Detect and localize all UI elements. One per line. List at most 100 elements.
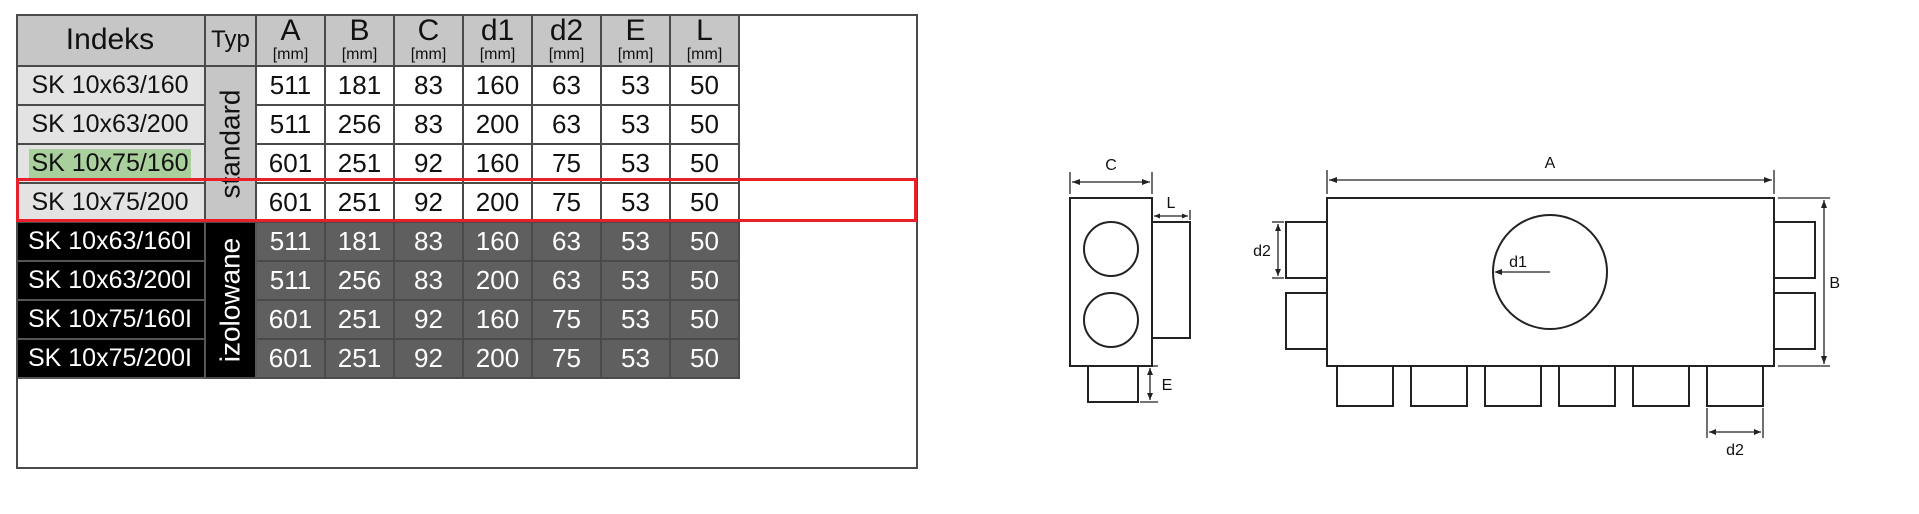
row-value: 92	[414, 187, 443, 217]
row-value-cell: 83	[395, 223, 464, 262]
row-value: 63	[552, 109, 581, 139]
type-group-cell-standard: standard	[206, 67, 257, 223]
header-col-unit: [mm]	[548, 46, 585, 63]
label-d1: d1	[1509, 254, 1527, 271]
row-index-cell: SK 10x75/200I	[16, 340, 206, 379]
header-col-l: L[mm]	[671, 14, 740, 67]
header-col-e: E[mm]	[602, 14, 671, 67]
row-value: 53	[621, 70, 650, 100]
side-view-outlet-bottom	[1083, 292, 1139, 348]
row-index-label: SK 10x75/160	[29, 149, 191, 178]
row-value-cell: 63	[533, 223, 602, 262]
row-value: 256	[337, 265, 382, 295]
row-value-cell: 75	[533, 184, 602, 223]
row-value: 200	[475, 187, 520, 217]
row-value: 53	[621, 265, 650, 295]
left-spigot-bottom	[1285, 292, 1328, 350]
row-value-cell: 601	[257, 301, 326, 340]
label-d2-side: d2	[1253, 243, 1271, 260]
header-col-unit: [mm]	[617, 46, 654, 63]
side-view-spigot-bottom	[1087, 365, 1139, 403]
row-index-label: SK 10x63/200	[31, 110, 189, 138]
row-value: 160	[475, 70, 520, 100]
header-col-label: C	[417, 14, 440, 47]
label-c: C	[1105, 157, 1117, 174]
header-col-a: A[mm]	[257, 14, 326, 67]
row-value: 53	[621, 226, 650, 256]
row-value-cell: 50	[671, 106, 740, 145]
row-value-cell: 160	[464, 223, 533, 262]
row-value: 200	[475, 109, 520, 139]
row-value: 601	[268, 148, 313, 178]
row-value-cell: 92	[395, 145, 464, 184]
header-col-label: d2	[549, 14, 584, 47]
header-indeks: Indeks	[16, 14, 206, 67]
bottom-spigot-3	[1484, 365, 1542, 407]
row-value: 601	[268, 343, 313, 373]
row-value: 92	[414, 304, 443, 334]
row-value: 511	[269, 109, 312, 139]
row-value: 160	[475, 148, 520, 178]
row-value-cell: 53	[602, 106, 671, 145]
row-value-cell: 251	[326, 145, 395, 184]
row-value-cell: 601	[257, 145, 326, 184]
header-col-d2: d2[mm]	[533, 14, 602, 67]
row-value: 511	[269, 265, 312, 295]
bottom-spigot-2	[1410, 365, 1468, 407]
row-value: 53	[621, 304, 650, 334]
type-group-label: izolowane	[214, 237, 246, 363]
row-value-cell: 50	[671, 67, 740, 106]
row-value-cell: 50	[671, 223, 740, 262]
type-group-cell-izolowane: izolowane	[206, 223, 257, 379]
left-spigot-top	[1285, 221, 1328, 279]
row-value-cell: 50	[671, 184, 740, 223]
row-value-cell: 601	[257, 184, 326, 223]
row-value-cell: 92	[395, 184, 464, 223]
row-value-cell: 511	[257, 262, 326, 301]
row-value-cell: 83	[395, 106, 464, 145]
row-index-cell: SK 10x63/200	[16, 106, 206, 145]
side-view-outlet-top	[1083, 221, 1139, 277]
row-value-cell: 251	[326, 301, 395, 340]
row-value: 75	[552, 343, 581, 373]
row-value: 75	[552, 148, 581, 178]
row-value-cell: 181	[326, 67, 395, 106]
row-value: 50	[690, 187, 719, 217]
label-d2-bottom: d2	[1726, 442, 1744, 459]
row-value-cell: 83	[395, 67, 464, 106]
header-col-label: A	[280, 14, 301, 47]
right-spigot-top	[1773, 221, 1816, 279]
row-value-cell: 50	[671, 340, 740, 379]
row-value: 160	[475, 304, 520, 334]
header-col-label: E	[625, 14, 646, 47]
row-index-label: SK 10x63/160	[31, 71, 189, 99]
row-value: 92	[414, 148, 443, 178]
header-col-unit: [mm]	[479, 46, 516, 63]
header-col-label: B	[349, 14, 370, 47]
header-col-unit: [mm]	[686, 46, 723, 63]
header-col-unit: [mm]	[341, 46, 378, 63]
row-value-cell: 50	[671, 145, 740, 184]
collector-technical-drawing: C L E A B d1 d2 d2	[1069, 155, 1840, 459]
row-value-cell: 181	[326, 223, 395, 262]
header-col-label: L	[696, 14, 713, 47]
row-value-cell: 53	[602, 67, 671, 106]
row-value-cell: 50	[671, 262, 740, 301]
row-value-cell: 511	[257, 106, 326, 145]
row-index-label: SK 10x75/160I	[27, 305, 192, 333]
row-value-cell: 75	[533, 301, 602, 340]
row-value-cell: 511	[257, 67, 326, 106]
row-value: 50	[690, 265, 719, 295]
header-col-d1: d1[mm]	[464, 14, 533, 67]
row-value: 181	[337, 226, 382, 256]
header-col-unit: [mm]	[410, 46, 447, 63]
row-value: 63	[552, 70, 581, 100]
row-value-cell: 160	[464, 145, 533, 184]
row-value: 256	[337, 109, 382, 139]
row-index-cell: SK 10x75/160I	[16, 301, 206, 340]
row-value-cell: 83	[395, 262, 464, 301]
header-typ: Typ	[206, 14, 257, 67]
row-index-label: SK 10x63/200I	[27, 266, 192, 294]
row-value: 53	[621, 109, 650, 139]
row-value: 83	[414, 70, 443, 100]
